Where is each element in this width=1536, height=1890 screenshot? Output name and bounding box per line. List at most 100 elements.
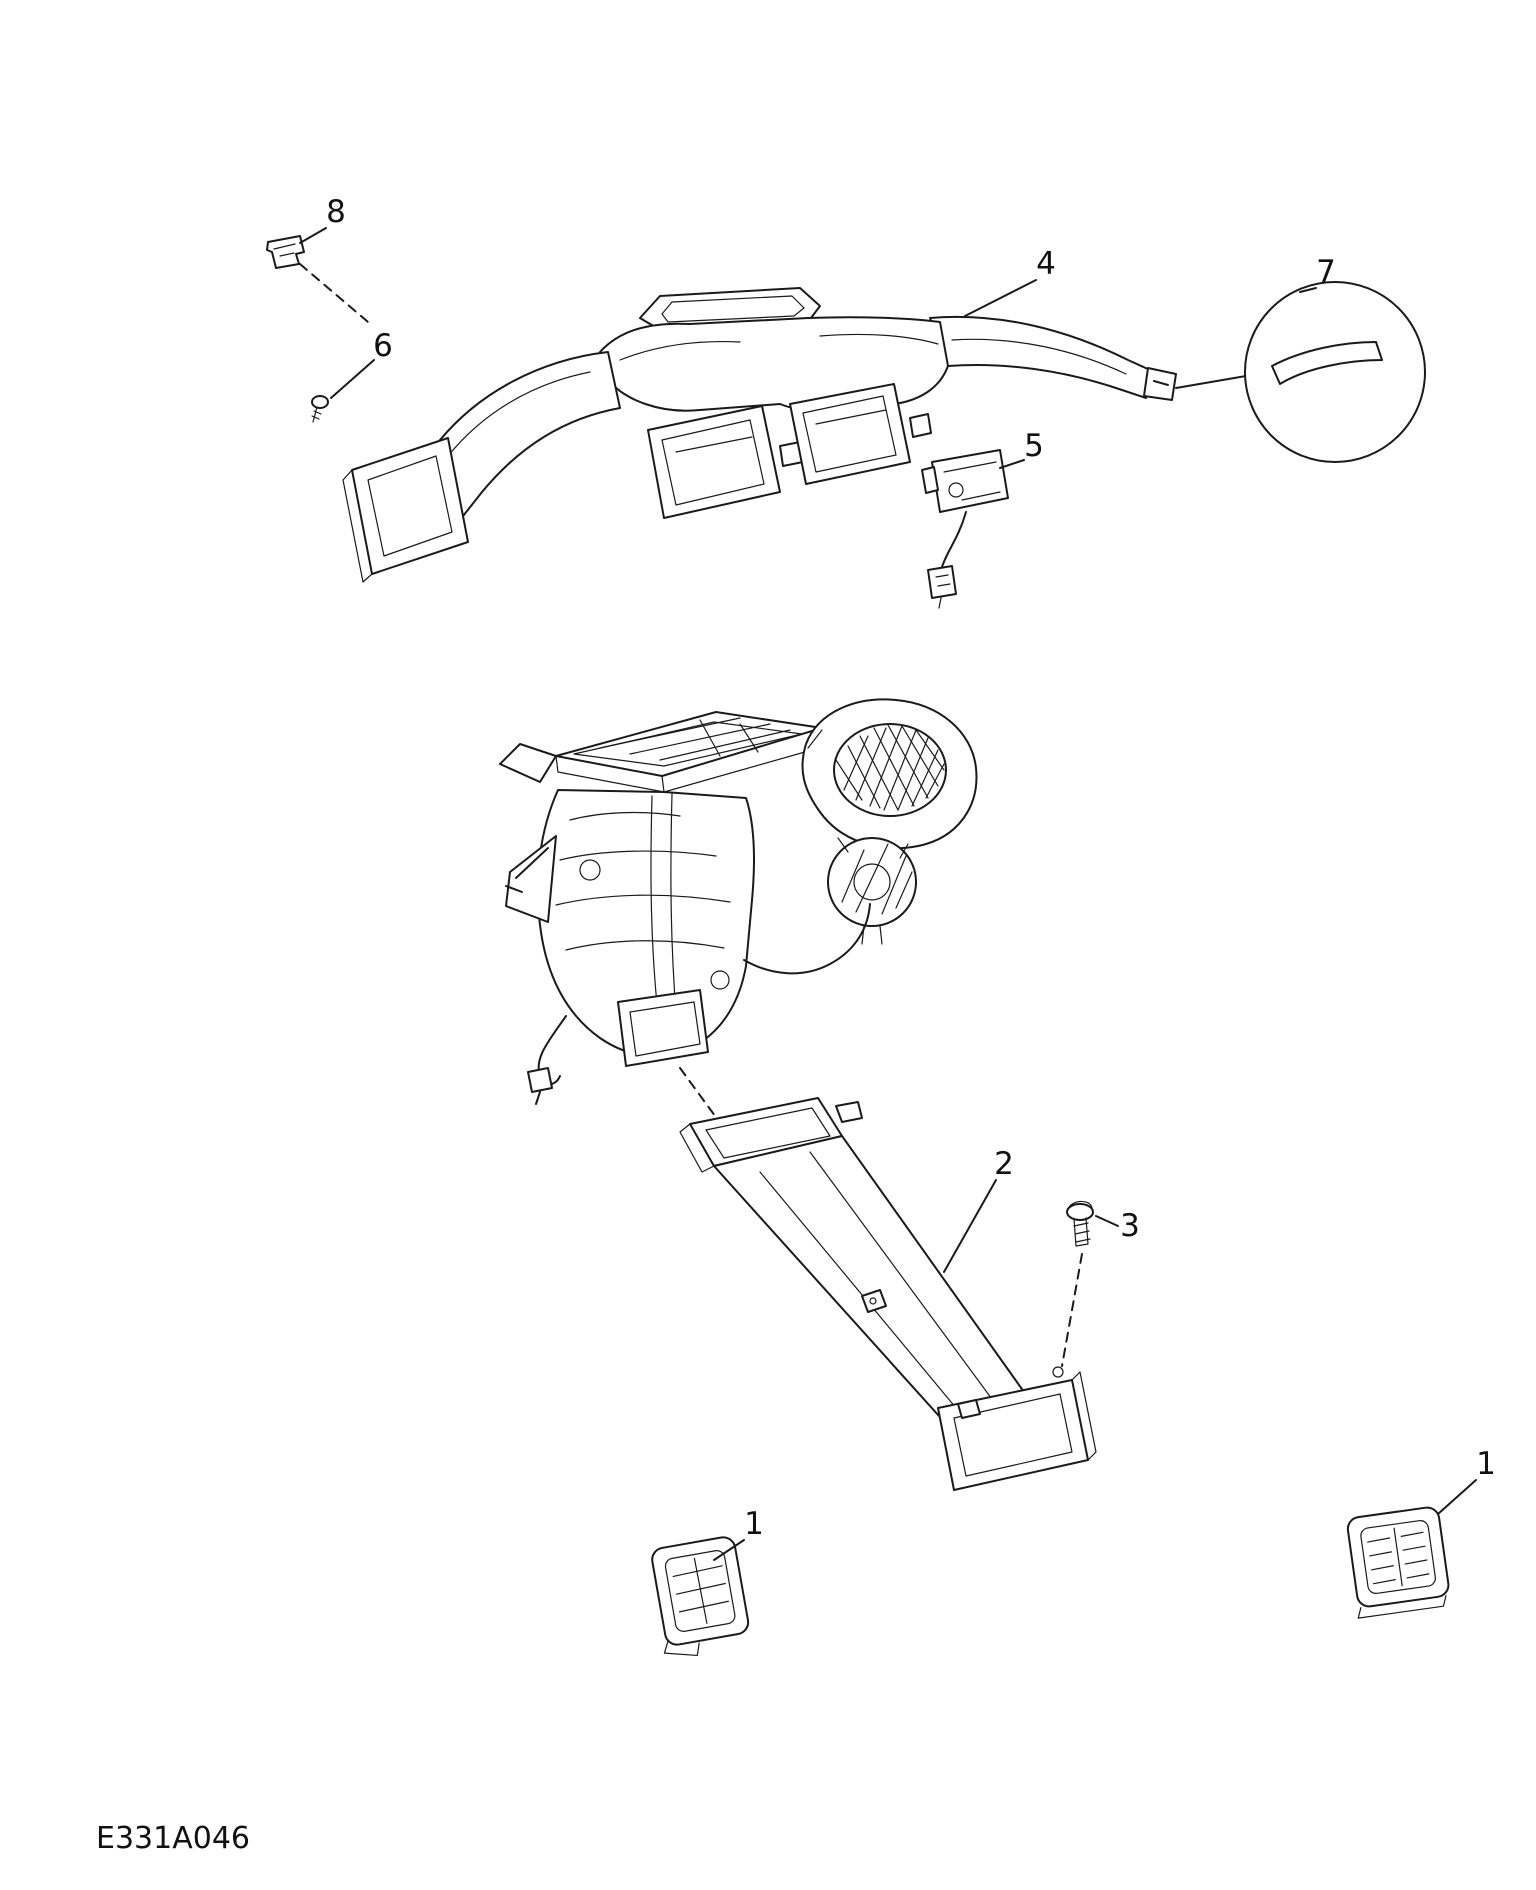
- screw3-head: [1066, 1203, 1094, 1221]
- callout-8: 8: [299, 194, 346, 244]
- floor-duct-channel: [713, 1135, 1025, 1427]
- hvac-bottom-spout-opening: [629, 1001, 701, 1057]
- blower-motor-hub: [853, 863, 891, 901]
- actuator-connector: [921, 466, 939, 494]
- leader-line-4: [964, 279, 1037, 317]
- hvac-boss-1: [579, 859, 601, 881]
- screw3-head-dome: [1067, 1200, 1093, 1211]
- duct-right-arm: [929, 315, 1151, 399]
- screw-shaft: [311, 406, 322, 423]
- dashed-leader-8: [299, 263, 369, 323]
- duct-right-end-tab: [1143, 367, 1177, 401]
- blower-motor-hatch: [841, 843, 913, 915]
- floor-duct-flange-step: [679, 1123, 715, 1173]
- actuator-wire: [940, 511, 967, 571]
- leader-line-7: [1299, 287, 1317, 293]
- part-8-clip: [266, 235, 369, 323]
- vent-right-grid: [1367, 1527, 1430, 1587]
- vent-left-slats: [672, 1557, 729, 1624]
- part-4-duct-assembly: [342, 287, 1177, 583]
- figure-code: E331A046: [96, 1821, 250, 1856]
- callout-8-label: 8: [326, 194, 346, 230]
- blower-hatch-a: [843, 725, 945, 811]
- duct-left-arm-crease: [447, 371, 591, 457]
- dashed-leader-3: [1061, 1253, 1083, 1367]
- callout-3: 3: [1095, 1208, 1140, 1244]
- leader-line-3: [1095, 1215, 1119, 1227]
- detail-connector-line: [1175, 375, 1247, 389]
- part-6-screw: [311, 395, 329, 423]
- actuator-gear: [948, 482, 964, 498]
- floor-duct-end-rim: [1071, 1371, 1097, 1461]
- blower-hatch-b: [835, 724, 945, 811]
- callout-1-right-label: 1: [1476, 1446, 1496, 1482]
- dashed-leader-spout-to-duct: [679, 1067, 719, 1121]
- floor-duct-flange-opening: [705, 1107, 831, 1159]
- duct-center-creases: [619, 333, 939, 361]
- callout-2-label: 2: [994, 1146, 1014, 1182]
- part-2-floor-duct: [679, 1097, 1097, 1491]
- actuator-detail: [943, 461, 1001, 501]
- duct-center-vent-left: [647, 405, 781, 519]
- actuator-body: [931, 449, 1009, 513]
- floor-duct-clip-hole: [869, 1297, 877, 1305]
- hvac-left-bracket: [505, 835, 557, 923]
- leader-line-6: [330, 359, 375, 399]
- leader-line-5: [999, 459, 1025, 469]
- callout-4-label: 4: [1036, 246, 1056, 282]
- duct-center-vent-right-opening: [802, 395, 897, 473]
- hvac-lower-lobe: [743, 903, 871, 975]
- vent-left-inner: [664, 1550, 736, 1632]
- callout-6: 6: [330, 328, 393, 399]
- vent-left-depth: [663, 1639, 700, 1657]
- floor-duct-mid-clip: [861, 1289, 887, 1313]
- blower-motor-links: [837, 837, 909, 945]
- clip-detail-line: [273, 243, 296, 257]
- callout-1-right: 1: [1437, 1446, 1496, 1515]
- callout-5: 5: [999, 428, 1044, 469]
- hvac-body-ribs: [555, 811, 731, 951]
- clip-body: [266, 235, 305, 269]
- vent-right-inner: [1360, 1520, 1436, 1594]
- floor-duct-end-tab: [957, 1399, 981, 1419]
- blower-to-tray-line: [807, 729, 823, 749]
- actuator-plug-detail: [935, 574, 951, 609]
- callout-5-label: 5: [1024, 428, 1044, 464]
- part-7-detail-view: [1175, 281, 1426, 463]
- hvac-housing-assembly: [499, 698, 978, 1121]
- duct-right-arm-crease: [951, 338, 1127, 375]
- hvac-bottom-spout: [617, 989, 709, 1067]
- hvac-boss-2: [710, 970, 730, 990]
- hvac-top-tray: [555, 711, 823, 777]
- callout-2: 2: [943, 1146, 1014, 1273]
- callout-1-left-label: 1: [744, 1506, 764, 1542]
- actuator-plug: [927, 565, 957, 599]
- hvac-top-tray-grid: [599, 717, 791, 761]
- leader-line-2: [943, 1179, 997, 1273]
- screw-head: [311, 395, 329, 409]
- leader-line-1-right: [1437, 1479, 1477, 1515]
- duct-center-vent-left-opening: [661, 419, 765, 506]
- callout-7-label: 7: [1316, 254, 1336, 290]
- callout-4: 4: [964, 246, 1056, 317]
- blower-filter-dome: [833, 723, 947, 817]
- duct-center-vent-right-tab: [909, 413, 932, 438]
- duct-left-outlet-opening: [342, 455, 453, 583]
- floor-duct-flange-tab: [835, 1101, 863, 1123]
- floor-duct-end-opening: [953, 1393, 1073, 1477]
- duct-center-inlet-opening: [661, 295, 805, 323]
- part-1-vent-right: [1346, 1506, 1450, 1619]
- blower-motor: [827, 837, 917, 927]
- part-1-vent-left: [651, 1536, 750, 1657]
- hvac-left-inlet-panel: [499, 743, 557, 783]
- callout-7: 7: [1299, 254, 1336, 293]
- part-3-screw: [1061, 1200, 1094, 1367]
- floor-duct-screw-boss: [1052, 1366, 1064, 1378]
- callout-3-label: 3: [1120, 1208, 1140, 1244]
- callout-6-label: 6: [373, 328, 393, 364]
- callout-1-left: 1: [713, 1506, 764, 1561]
- leader-line-1-left: [713, 1539, 745, 1561]
- part-5-actuator: [921, 449, 1009, 609]
